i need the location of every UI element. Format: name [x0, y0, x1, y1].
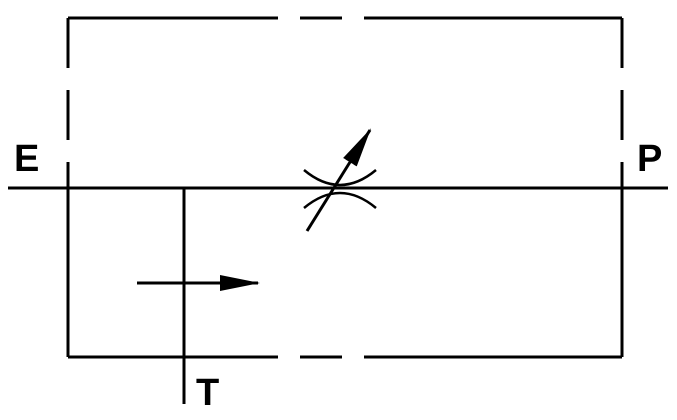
- throttle-lower-arc: [303, 191, 377, 209]
- port-label-p: P: [637, 138, 662, 180]
- adjustable-throttle-icon: [303, 128, 377, 232]
- adjustment-arrow: [305, 128, 372, 232]
- housing-outline: [66, 16, 624, 359]
- throttle-upper-arc: [303, 169, 377, 187]
- port-label-e: E: [14, 138, 39, 180]
- port-label-t: T: [196, 372, 219, 414]
